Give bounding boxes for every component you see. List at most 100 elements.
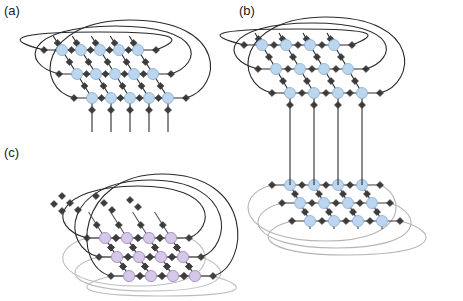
panel-label: (b)	[238, 4, 256, 17]
qubit-diamond	[121, 70, 128, 77]
vertex-circle	[309, 88, 320, 99]
boundary-loop	[35, 26, 191, 74]
vertex-circle	[377, 216, 388, 227]
vertex-circle	[168, 271, 179, 282]
qubit-diamond	[68, 46, 75, 53]
qubit-diamond	[318, 41, 325, 48]
qubit-diamond	[363, 190, 370, 197]
vertex-circle	[343, 198, 354, 209]
boundary-loop	[248, 17, 405, 93]
vertex-circle	[353, 216, 364, 227]
qubit-diamond	[138, 82, 145, 89]
qubit-diamond	[74, 206, 81, 213]
qubit-diamond	[156, 234, 163, 241]
qubit-diamond	[303, 77, 310, 84]
qubit-diamond	[164, 106, 171, 113]
qubit-diamond	[185, 263, 192, 270]
vertex-circle	[166, 233, 177, 244]
vertex-circle	[271, 64, 282, 75]
qubit-diamond	[339, 190, 346, 197]
qubit-diamond	[284, 65, 291, 72]
qubit-diamond	[322, 181, 329, 188]
panel-label: (c)	[3, 146, 20, 159]
vertex-circle	[125, 93, 136, 104]
qubit-diamond	[168, 253, 175, 260]
qubit-diamond	[173, 244, 180, 251]
vertex-circle	[146, 271, 157, 282]
qubit-diamond	[115, 221, 122, 228]
qubit-diamond	[92, 192, 99, 199]
qubit-diamond	[158, 272, 165, 279]
boundary-loop	[75, 180, 222, 257]
qubit-diamond	[88, 106, 95, 113]
vertex-circle	[319, 64, 330, 75]
qubit-diamond	[100, 199, 107, 206]
vertex-circle	[357, 88, 368, 99]
boundary-loop	[258, 203, 411, 248]
qubit-diamond	[141, 263, 148, 270]
vertex-circle	[329, 40, 340, 51]
qubit-diamond	[158, 272, 165, 279]
vertex-circle	[367, 198, 378, 209]
qubit-diamond	[119, 263, 126, 270]
qubit-diamond	[146, 253, 153, 260]
vertex-circle	[124, 271, 135, 282]
qubit-diamond	[136, 94, 143, 101]
qubit-diamond	[108, 206, 115, 213]
vertex-circle	[122, 233, 133, 244]
vertex-circle	[134, 252, 145, 263]
qubit-diamond	[332, 65, 339, 72]
qubit-diamond	[134, 234, 141, 241]
vertex-circle	[95, 45, 106, 56]
vertex-circle	[178, 252, 189, 263]
qubit-diamond	[106, 46, 113, 53]
qubit-diamond	[124, 253, 131, 260]
vertex-circle	[329, 216, 340, 227]
qubit-diamond	[140, 70, 147, 77]
qubit-diamond	[137, 221, 144, 228]
vertex-circle	[100, 233, 111, 244]
vertex-circle	[110, 69, 121, 80]
qubit-diamond	[142, 58, 149, 65]
qubit-diamond	[134, 203, 141, 210]
qubit-diamond	[123, 58, 130, 65]
qubit-diamond	[159, 221, 166, 228]
qubit-diamond	[93, 221, 100, 228]
boundary-loop	[50, 20, 210, 98]
boundary-loop	[268, 221, 426, 255]
qubit-diamond	[136, 272, 143, 279]
qubit-diamond	[298, 89, 305, 96]
qubit-diamond	[124, 253, 131, 260]
qubit-diamond	[351, 77, 358, 84]
boundary-loop	[63, 186, 205, 238]
qubit-diamond	[129, 244, 136, 251]
qubit-diamond	[156, 234, 163, 241]
qubit-diamond	[136, 272, 143, 279]
vertex-circle	[57, 45, 68, 56]
qubit-diamond	[141, 263, 148, 270]
qubit-diamond	[163, 263, 170, 270]
vertex-circle	[148, 69, 159, 80]
qubit-diamond	[313, 53, 320, 60]
qubit-diamond	[356, 199, 363, 206]
boundary-loop	[248, 185, 396, 241]
vertex-circle	[112, 252, 123, 263]
vertex-circle	[190, 271, 201, 282]
vertex-circle	[91, 69, 102, 80]
qubit-diamond	[134, 234, 141, 241]
qubit-diamond	[81, 82, 88, 89]
vertex-circle	[168, 271, 179, 282]
vertex-circle	[144, 233, 155, 244]
vertex-circle	[114, 45, 125, 56]
vertex-circle	[305, 216, 316, 227]
qubit-diamond	[129, 244, 136, 251]
vertex-circle	[281, 40, 292, 51]
qubit-diamond	[66, 199, 73, 206]
qubit-diamond	[325, 208, 332, 215]
boundary-loop	[234, 23, 386, 69]
qubit-diamond	[126, 106, 133, 113]
vertex-circle	[333, 88, 344, 99]
qubit-diamond	[119, 82, 126, 89]
qubit-diamond	[373, 208, 380, 215]
